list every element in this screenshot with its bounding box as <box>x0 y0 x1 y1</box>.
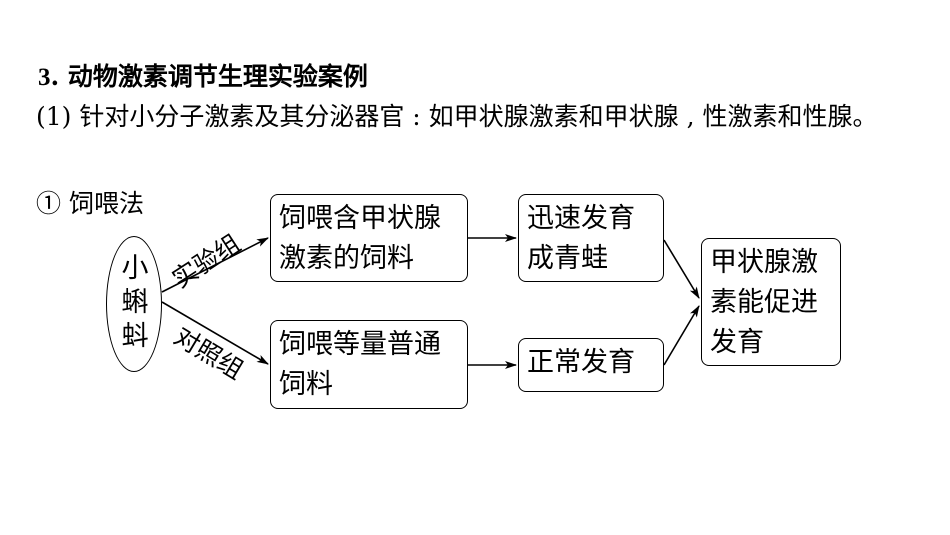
section-heading: 3. 动物激素调节生理实验案例 <box>38 57 368 93</box>
intro-paragraph: (1) 针对小分子激素及其分泌器官 : 如甲状腺激素和甲状腺 , 性激素和性腺。 <box>36 102 878 131</box>
method-label: ① 饲喂法 <box>36 189 144 218</box>
section-title: . 动物激素调节生理实验案例 <box>50 62 368 91</box>
arrow-ctl-result-to-conclusion <box>663 305 700 366</box>
subject-label: 小蝌蚪 <box>121 253 149 352</box>
arrow-subject-to-experimental <box>161 237 269 293</box>
section-number: 3 <box>38 64 51 91</box>
control-result-box: 正常发育 <box>518 338 664 392</box>
subject-ellipse <box>106 236 162 372</box>
experimental-result-box: 迅速发育成青蛙 <box>518 194 664 282</box>
control-feed-box: 饲喂等量普通饲料 <box>270 320 468 409</box>
conclusion-box: 甲状腺激素能促进发育 <box>701 238 841 366</box>
arrow-subject-to-control <box>161 301 269 365</box>
experimental-feed-box: 饲喂含甲状腺激素的饲料 <box>270 194 468 282</box>
arrow-exp-result-to-conclusion <box>663 239 700 299</box>
